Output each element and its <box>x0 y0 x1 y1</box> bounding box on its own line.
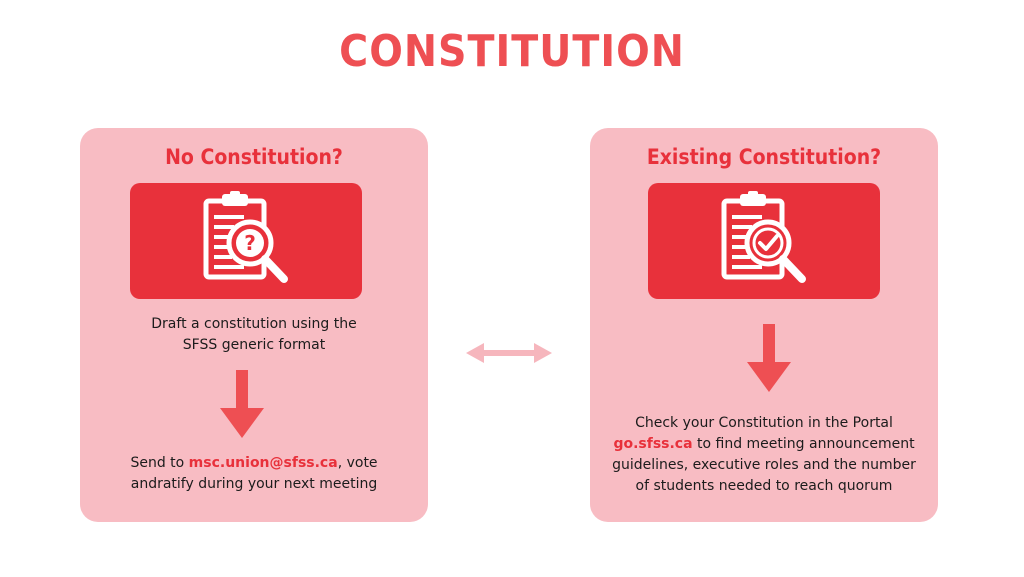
icon-panel: ? <box>130 183 362 299</box>
draft-instruction: Draft a constitution using the SFSS gene… <box>80 314 428 356</box>
card-heading: No Constitution? <box>165 145 343 169</box>
icon-panel <box>648 183 880 299</box>
send-instruction: Send to msc.union@sfss.ca, vote andratif… <box>80 453 428 495</box>
no-constitution-card: No Constitution? ? <box>80 128 428 522</box>
text-line: Send to msc.union@sfss.ca, vote <box>80 453 428 474</box>
send-prefix: Send to <box>130 455 189 471</box>
down-arrow-icon <box>220 370 264 438</box>
down-arrow-icon <box>747 324 791 392</box>
svg-text:?: ? <box>244 231 256 255</box>
text-line: andratify during your next meeting <box>130 476 378 492</box>
text-line: of students needed to reach quorum <box>635 478 893 494</box>
email-link[interactable]: msc.union@sfss.ca <box>188 455 338 471</box>
text-line: SFSS generic format <box>182 337 326 353</box>
page-title: CONSTITUTION <box>339 26 685 77</box>
existing-constitution-card: Existing Constitution? <box>590 128 938 522</box>
double-headed-arrow-icon <box>466 343 552 363</box>
text-line: Draft a constitution using the <box>151 316 357 332</box>
text-line: go.sfss.ca to find meeting announcement <box>590 434 938 455</box>
check-instruction: Check your Constitution in the Portal go… <box>590 413 938 497</box>
text-suffix: to find meeting announcement <box>692 436 915 452</box>
clipboard-question-icon: ? <box>203 191 288 283</box>
text-line: guidelines, executive roles and the numb… <box>612 457 916 473</box>
text-line: Check your Constitution in the Portal <box>635 415 893 431</box>
clipboard-check-icon <box>721 191 806 283</box>
send-suffix: , vote <box>337 455 378 471</box>
portal-link[interactable]: go.sfss.ca <box>613 436 693 452</box>
card-heading: Existing Constitution? <box>646 145 882 169</box>
